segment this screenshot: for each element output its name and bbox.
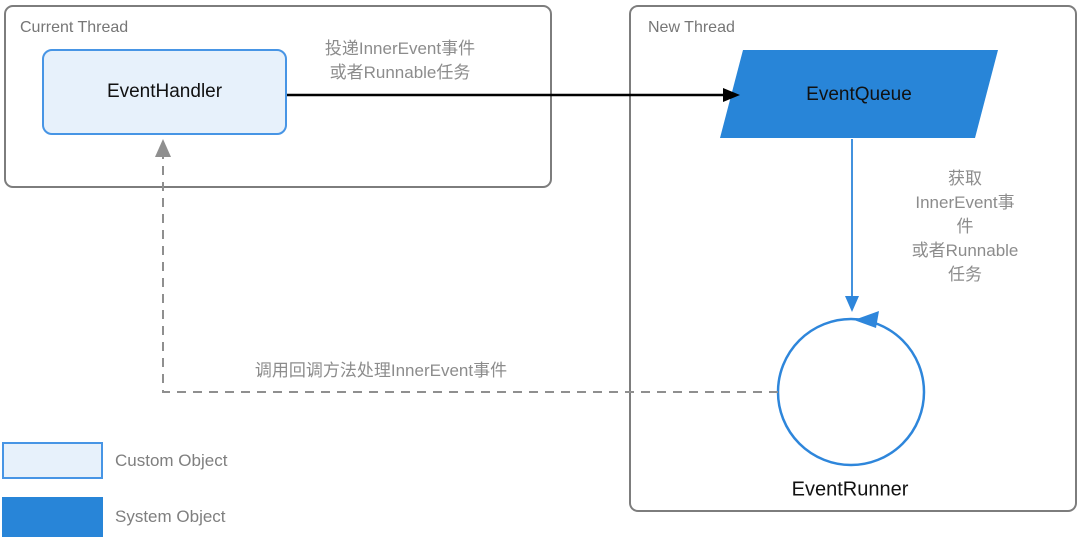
legend-custom-object-label: Custom Object [115, 451, 228, 470]
post-edge-label: 投递InnerEvent事件 或者Runnable任务 [324, 39, 476, 82]
current-thread-title: Current Thread [20, 19, 129, 36]
new-thread-title: New Thread [648, 19, 735, 36]
event-handler-node: EventHandler [42, 49, 287, 135]
legend-system-object-swatch [2, 497, 103, 537]
event-handler-label: EventHandler [106, 81, 223, 102]
event-queue-label: EventQueue [806, 84, 912, 105]
legend-system-object-label: System Object [115, 507, 226, 526]
get-edge-label: 获取InnerEvent事件 或者Runnable任务 [911, 169, 1019, 284]
event-runner-label: EventRunner [791, 478, 909, 501]
callback-edge-label: 调用回调方法处理InnerEvent事件 [254, 361, 508, 380]
legend-custom-object-swatch [2, 442, 103, 479]
